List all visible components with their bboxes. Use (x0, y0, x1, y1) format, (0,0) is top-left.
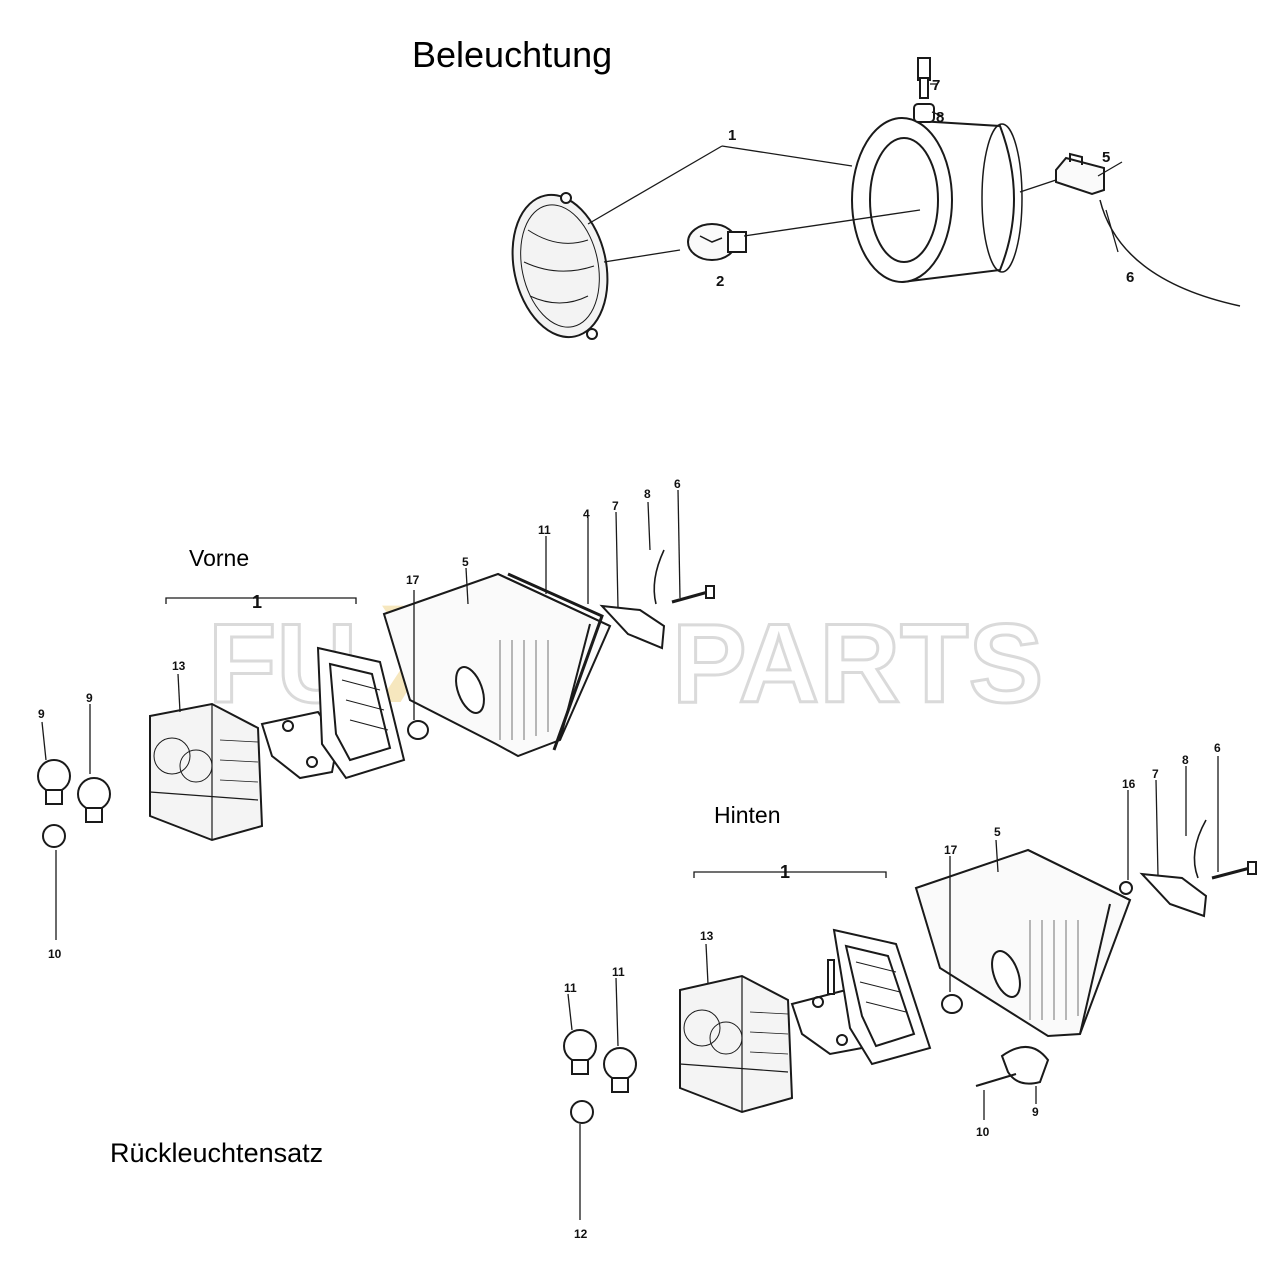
rear-housing (914, 848, 1132, 1038)
front-grommet (407, 720, 429, 740)
headlamp-callouts: 1 2 5 6 7 8 (716, 77, 1134, 290)
front-bulb-1 (37, 759, 71, 805)
headlamp-housing (851, 117, 1023, 283)
callout-number: 13 (172, 659, 186, 673)
section-label-rear: Hinten (714, 802, 781, 828)
rear-lamp-assembly (563, 756, 1257, 1220)
headlamp-leaders (587, 83, 1123, 263)
headlamp-assembly (511, 57, 1241, 340)
callout-number: 9 (86, 691, 93, 705)
section-label-set: Rückleuchtensatz (110, 1138, 324, 1168)
callout-number: 11 (564, 981, 577, 995)
callout-number: 8 (644, 487, 651, 501)
rear-frame (827, 928, 932, 1066)
callout-number: 9 (38, 707, 45, 721)
rear-small-bulb (570, 1100, 594, 1124)
callout-number: 10 (976, 1125, 990, 1139)
front-seal-strip (507, 572, 604, 751)
callout-number: 7 (1152, 767, 1159, 781)
callout-number: 13 (700, 929, 714, 943)
callout-number: 1 (252, 592, 262, 612)
callout-number: 6 (1214, 741, 1221, 755)
callout-number: 7 (612, 499, 619, 513)
callout-number: 11 (612, 965, 625, 979)
headlamp-connector (1055, 152, 1105, 196)
front-cable (653, 549, 665, 605)
callout-number: 10 (48, 947, 62, 961)
rear-cable (1193, 819, 1207, 879)
page-title: Beleuchtung (412, 34, 613, 75)
callout-number: 5 (994, 825, 1001, 839)
front-lamp-assembly (37, 489, 715, 940)
front-bolt (671, 585, 715, 604)
headlamp-lens (511, 192, 609, 340)
rear-mount-bracket (1139, 872, 1208, 918)
callout-number: 9 (1032, 1105, 1039, 1119)
front-bulb-2 (77, 777, 111, 823)
front-lens-block (149, 702, 264, 842)
callout-number: 1 (780, 862, 790, 882)
callout-number: 8 (936, 109, 944, 126)
callout-number: 2 (716, 273, 724, 290)
front-leaders (41, 489, 681, 940)
rear-leaders (567, 756, 1219, 1220)
rear-bolt (1211, 861, 1257, 880)
callout-number: 6 (1126, 269, 1134, 286)
headlamp-screw (917, 57, 931, 99)
callout-number: 17 (406, 573, 420, 587)
rear-callouts: 1 5 6 7 8 9 10 11 11 12 13 16 17 (564, 741, 1221, 1241)
headlamp-bulb (687, 223, 747, 261)
front-callouts: 1 4 5 6 7 8 9 9 10 11 13 17 (38, 477, 681, 961)
callout-number: 7 (932, 77, 940, 94)
section-label-front: Vorne (189, 545, 250, 571)
headlamp-nut (913, 103, 935, 123)
front-small-bulb (42, 824, 66, 848)
rear-plug (1119, 881, 1133, 895)
front-housing (382, 572, 612, 758)
callout-number: 6 (674, 477, 681, 491)
front-gasket (260, 710, 340, 780)
rear-group-bracket (693, 871, 887, 878)
callout-number: 8 (1182, 753, 1189, 767)
callout-number: 16 (1122, 777, 1136, 791)
rear-grommet (941, 994, 963, 1014)
front-frame (316, 646, 406, 780)
callout-number: 12 (574, 1227, 588, 1241)
callout-number: 17 (944, 843, 958, 857)
callout-number: 4 (583, 507, 590, 521)
watermark-text-3: PARTS (672, 601, 1043, 726)
rear-reflector (1000, 1046, 1050, 1085)
headlamp-cable (1099, 199, 1241, 307)
rear-lens-block (679, 974, 794, 1114)
callout-number: 11 (538, 523, 551, 537)
rear-screw (975, 1072, 1017, 1088)
front-mount-bracket (599, 604, 666, 650)
callout-number: 5 (462, 555, 469, 569)
callout-number: 5 (1102, 149, 1110, 166)
rear-bulb-2 (603, 1047, 637, 1093)
callout-number: 1 (728, 127, 736, 144)
rear-bulb-1 (563, 1029, 597, 1075)
front-group-bracket (165, 597, 357, 604)
